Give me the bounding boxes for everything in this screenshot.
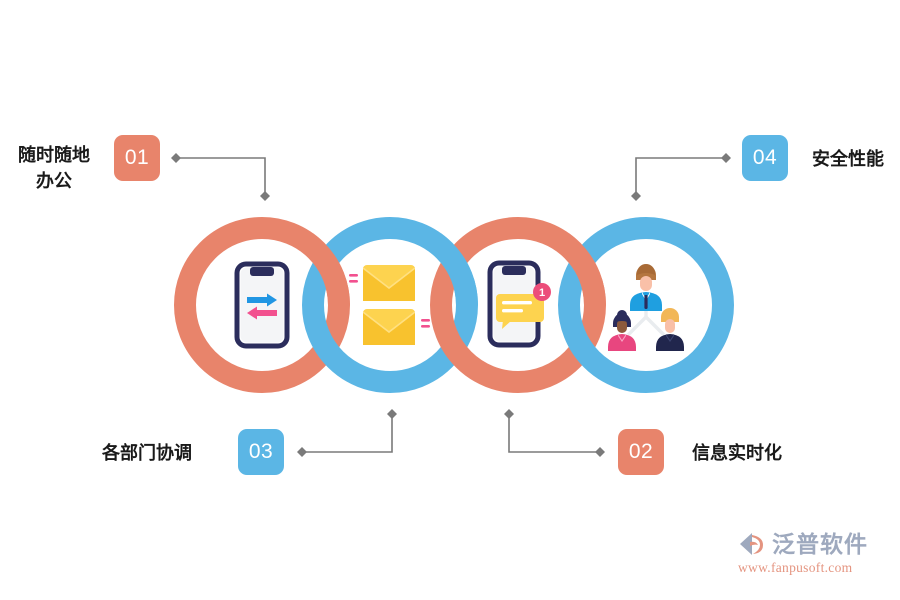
notification-badge-icon: 1 (533, 283, 551, 301)
step-badge-02-number: 02 (628, 440, 654, 463)
watermark-url: www.fanpusoft.com (738, 560, 853, 575)
step-badge-04[interactable]: 04 (742, 135, 788, 181)
two-envelopes-icon (349, 265, 430, 345)
icon-phone-exchange-arrows (217, 250, 307, 360)
notification-count: 1 (539, 287, 545, 299)
step-label-03: 各部门协调 (102, 443, 192, 463)
step-badge-03-number: 03 (248, 440, 274, 463)
watermark-brand: 泛普软件 (772, 530, 868, 557)
phone-chat-notification-icon: 1 (487, 260, 551, 348)
dash-marks-pink-top (349, 274, 358, 283)
step-label-01: 随时随地 办公 (18, 145, 90, 192)
arrow-right-blue (247, 293, 277, 307)
step-badge-04-number: 04 (752, 146, 778, 169)
person-bottom-right (656, 308, 684, 351)
watermark-logo: 泛普软件 www.fanpusoft.com (738, 530, 888, 592)
arrow-left-pink (247, 306, 277, 320)
dash-marks-pink-bottom (421, 319, 430, 328)
icon-two-envelopes (345, 250, 435, 360)
step-label-02: 信息实时化 (692, 443, 782, 463)
icon-phone-chat-notification: 1 (473, 250, 563, 360)
step-label-04: 安全性能 (812, 149, 884, 169)
chat-bubble-icon (496, 294, 544, 329)
fanpu-logo-icon (740, 533, 763, 555)
envelope-top (363, 265, 415, 301)
team-people-icon (608, 264, 684, 351)
person-top (630, 264, 662, 311)
step-badge-03[interactable]: 03 (238, 429, 284, 475)
step-badge-02[interactable]: 02 (618, 429, 664, 475)
phone-exchange-arrows-icon (234, 261, 290, 349)
person-bottom-left (608, 310, 636, 351)
ring-blue-4 (558, 217, 734, 393)
step-badge-01-number: 01 (124, 146, 150, 169)
icon-team-people (601, 250, 691, 360)
step-badge-01[interactable]: 01 (114, 135, 160, 181)
envelope-bottom (363, 309, 415, 345)
